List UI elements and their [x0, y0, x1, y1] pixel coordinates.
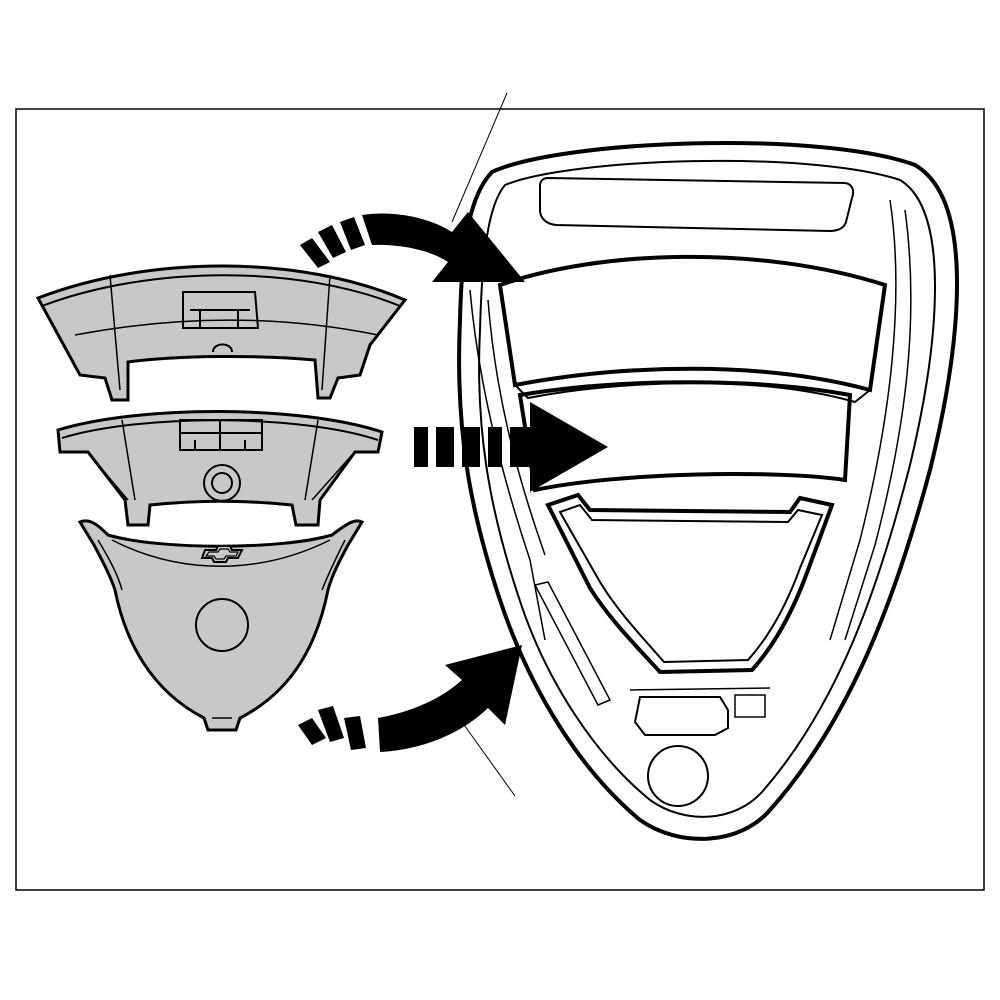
upper-trim-rib-right [321, 274, 331, 391]
upper-trim-rib-left [109, 274, 121, 391]
hub-middle-recess [517, 380, 853, 493]
middle-trim-rib-right [304, 419, 319, 501]
upper-trim-top-edge [41, 274, 401, 307]
upper-trim-lower-curve [74, 319, 379, 336]
middle-trim-boss-inner [211, 472, 233, 494]
leader-line-bottom [461, 721, 516, 797]
lower-trim-ridge-left [97, 539, 123, 591]
hub-left-ridge-2 [487, 299, 546, 556]
hub-left-slot [533, 581, 612, 706]
arrow-lower-body [378, 645, 522, 752]
horn-button-circle [195, 598, 249, 652]
bowtie-emblem-inner [204, 548, 239, 560]
middle-trim-boss-outer [203, 464, 241, 502]
middle-trim-rib-left [121, 419, 136, 501]
upper-trim-body [35, 264, 408, 402]
hub-bottom-rail [629, 687, 771, 691]
hub-lower-recess-inner [558, 503, 824, 664]
steering-wheel-hub [457, 140, 959, 841]
hub-bottom-latch [633, 696, 729, 736]
arrow-lower-dash-2 [318, 706, 344, 742]
install-arrow-lower [298, 645, 522, 752]
install-arrow-middle [414, 402, 608, 492]
hub-top-window [539, 176, 855, 233]
upper-trim-clip [182, 291, 260, 329]
lower-trim-body [77, 519, 365, 732]
upper-trim-piece [35, 264, 408, 402]
arrow-lower-dash-1 [298, 718, 326, 745]
install-arrow-upper [300, 212, 525, 282]
upper-trim-notch [212, 343, 233, 353]
middle-trim-clip [179, 419, 263, 451]
middle-trim-body [56, 410, 384, 527]
hub-bottom-latch-tab [734, 694, 766, 718]
hub-inner-shell [478, 159, 936, 818]
bowtie-emblem [200, 545, 244, 563]
arrow-middle-head [510, 402, 608, 492]
hub-lower-recess [545, 492, 835, 675]
lower-trim-piece-with-emblem [77, 519, 365, 732]
arrow-middle-dash-3 [462, 427, 480, 467]
arrow-upper-dash-2 [318, 225, 346, 258]
arrow-upper-body [362, 212, 525, 282]
lower-trim-inner-curve [111, 539, 331, 567]
middle-trim-piece [56, 410, 384, 527]
middle-trim-diag-left [89, 454, 129, 501]
arrow-upper-dash-3 [340, 217, 365, 250]
hub-right-ridge-2 [844, 209, 912, 641]
arrow-middle-dash-2 [436, 427, 454, 467]
leader-line-top [451, 92, 508, 223]
arrow-middle-dash-1 [414, 427, 428, 467]
arrow-lower-dash-3 [344, 716, 366, 750]
arrow-middle-dash-4 [488, 427, 502, 467]
hub-bottom-hole [647, 745, 709, 807]
arrow-upper-dash-1 [300, 238, 330, 268]
hub-right-ridge [829, 199, 897, 641]
lower-trim-ridge-right [321, 539, 346, 591]
middle-trim-diag-right [311, 454, 353, 501]
